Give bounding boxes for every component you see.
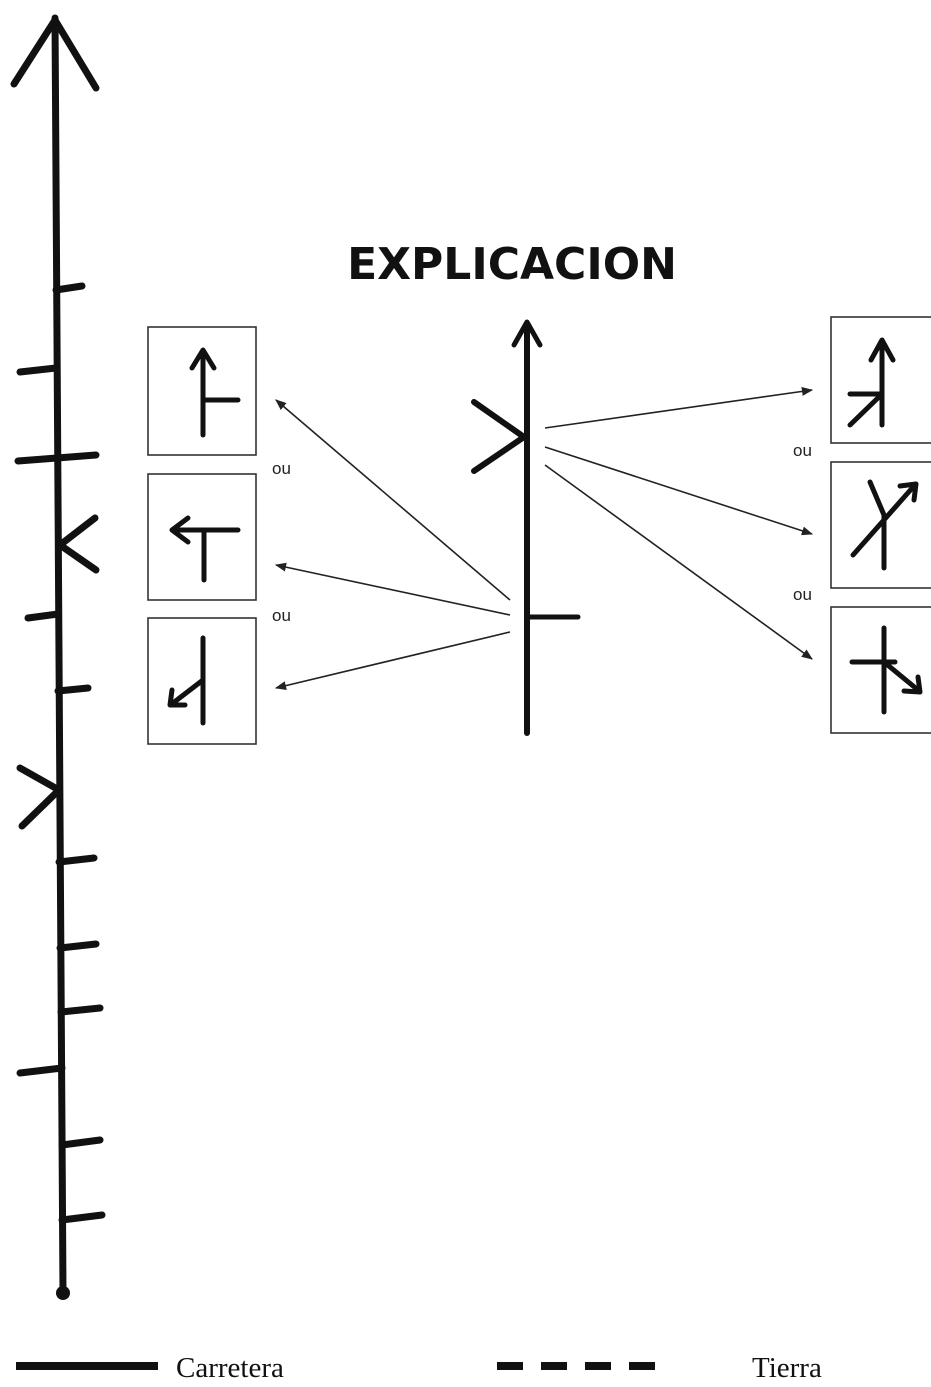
legend: Carretera Tierra — [16, 1352, 822, 1384]
left-symbol-box — [147, 326, 257, 456]
arrow-head-icon — [169, 515, 191, 545]
or-label: ou — [793, 441, 812, 460]
left-symbol-box — [147, 617, 257, 745]
or-label: ou — [272, 459, 291, 478]
route-tick — [58, 1211, 106, 1224]
legend-dashed-label: Tierra — [752, 1352, 822, 1384]
route-tick — [52, 282, 86, 294]
legend-solid-label: Carretera — [176, 1352, 284, 1384]
route-tick — [14, 451, 100, 465]
route-arrow-head — [10, 16, 100, 92]
route-fork-right — [16, 764, 63, 830]
route-tick — [24, 610, 62, 622]
route-tick — [16, 364, 60, 376]
route-main-line — [51, 14, 67, 1297]
arrow-head-icon — [901, 674, 923, 695]
explanation-route-arrow — [511, 319, 543, 348]
connector-arrow — [274, 562, 511, 616]
explanation-route — [471, 319, 581, 736]
arrow-head-icon — [868, 337, 896, 363]
connector-arrow — [274, 631, 511, 691]
bear-right-arrow-icon — [881, 659, 921, 693]
route-end-dot — [56, 1286, 70, 1300]
connector-arrow — [275, 399, 511, 601]
connector-arrow — [544, 446, 814, 536]
junction-icon — [847, 391, 885, 428]
route-tick — [56, 940, 100, 952]
bear-left-arrow-icon — [170, 677, 206, 706]
right-symbol-box — [830, 316, 931, 444]
arrow-head-icon — [189, 347, 217, 371]
right-symbol-box — [830, 461, 931, 589]
left-symbol-box — [147, 473, 257, 601]
explanation-fork — [471, 399, 527, 474]
connector-arrow — [544, 464, 813, 660]
fork-branch-icon — [867, 479, 887, 518]
route-tick — [57, 1004, 104, 1016]
arrow-head-icon — [167, 687, 188, 708]
route-strip — [10, 14, 106, 1300]
right-symbol-box — [830, 606, 931, 734]
route-tick — [16, 1064, 66, 1077]
connector-arrows — [274, 386, 814, 691]
route-tick — [58, 1136, 104, 1149]
route-fork-left — [56, 514, 100, 574]
or-label: ou — [793, 585, 812, 604]
arrow-head-icon — [897, 481, 919, 503]
diagram-title: EXPLICACION — [347, 239, 677, 290]
route-tick — [55, 854, 98, 866]
connector-arrow — [544, 386, 814, 429]
symbol-box-frame — [830, 606, 931, 734]
or-label: ou — [272, 606, 291, 625]
route-tick — [54, 684, 92, 695]
